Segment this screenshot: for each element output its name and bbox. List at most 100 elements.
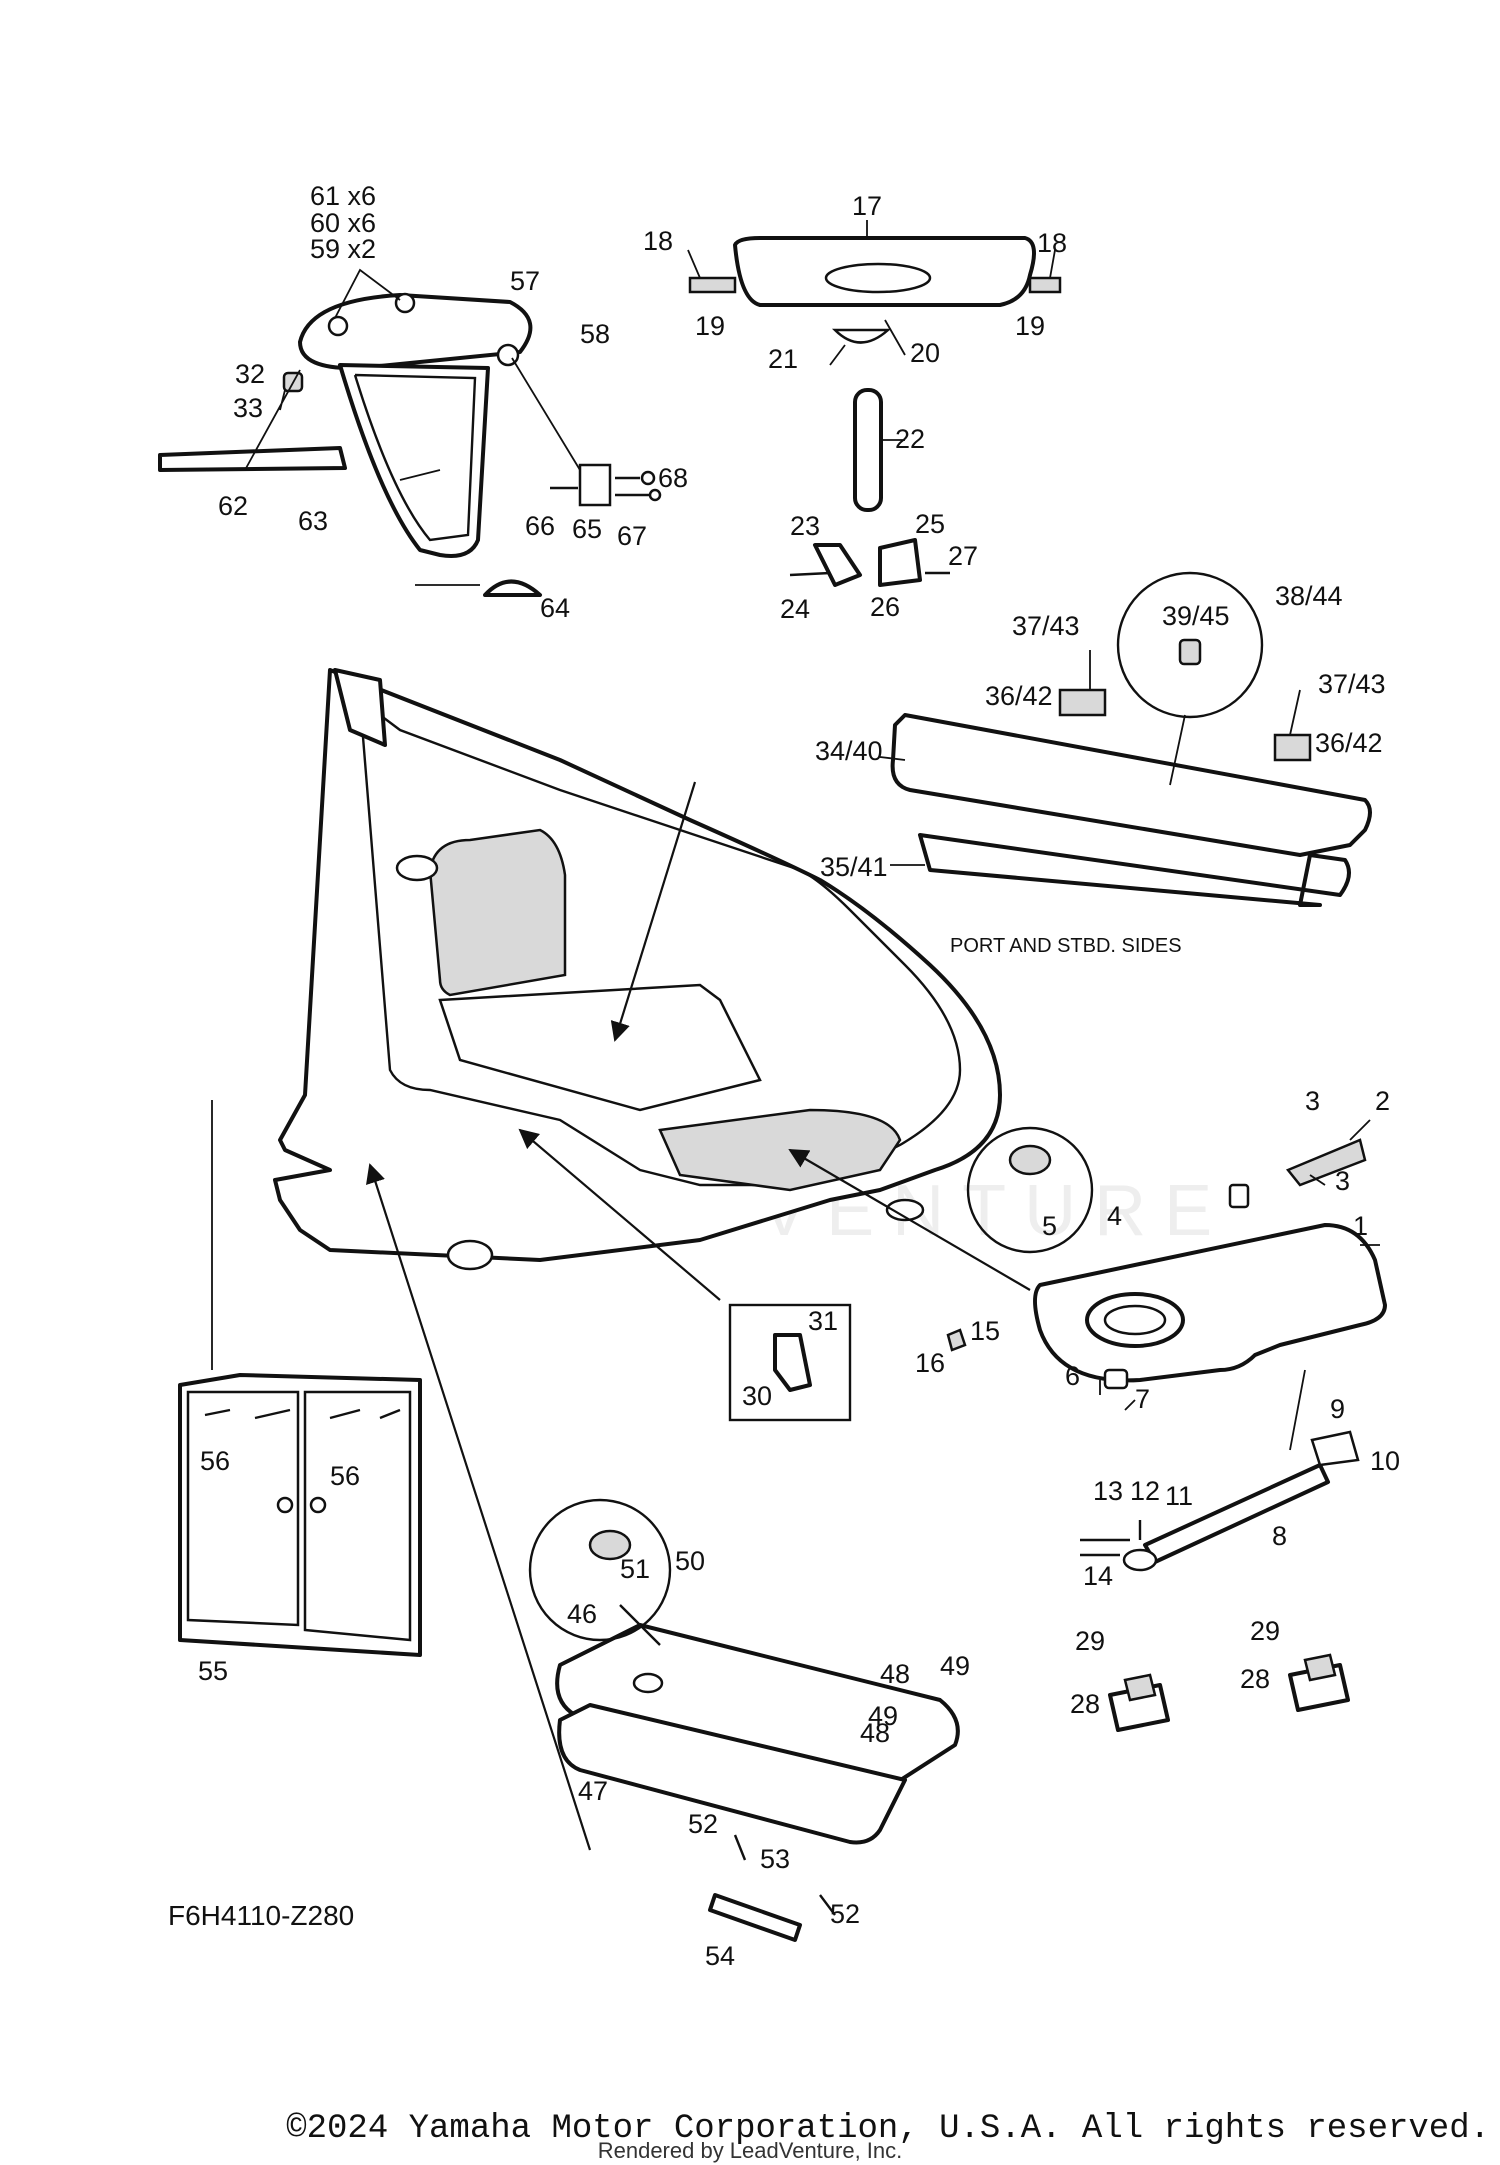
label-23: 23 [790,511,820,541]
copyright-notice: ©2024 Yamaha Motor Corporation, U.S.A. A… [286,2110,1490,2148]
label-6: 6 [1065,1361,1080,1391]
latch-15-16 [946,1328,967,1352]
label-29a: 29 [1075,1626,1105,1656]
label-49a: 49 [940,1651,970,1681]
label-65: 65 [572,514,602,544]
rendered-by-notice: Rendered by LeadVenture, Inc. [597,2138,903,2163]
hinge-2 [1285,1138,1367,1187]
label-66: 66 [525,511,555,541]
label-36-42a: 36/42 [985,681,1053,711]
label-14: 14 [1083,1561,1113,1591]
label-64: 64 [540,593,570,623]
detail-circle-50 [528,1498,672,1642]
end-14 [1122,1548,1158,1572]
seat-backrest [428,828,567,997]
label-19b: 19 [1015,311,1045,341]
label-1: 1 [1353,1211,1368,1241]
side-note: PORT AND STBD. SIDES [950,935,1182,957]
label-28a: 28 [1070,1689,1100,1719]
bracket-23 [813,543,862,587]
label-51: 51 [620,1554,650,1584]
label-52a: 52 [688,1809,718,1839]
label-25: 25 [915,509,945,539]
label-38-44: 38/44 [1275,581,1343,611]
detail-box-30-31 [728,1303,852,1422]
label-20: 20 [910,338,940,368]
label-63: 63 [298,506,328,536]
cup-20 [831,328,892,344]
label-37-43b: 37/43 [1318,669,1386,699]
drain-plug [446,1239,494,1271]
label-62: 62 [218,491,248,521]
hull-body [211,668,1031,1851]
label-19a: 19 [695,311,725,341]
bracket-65 [578,463,612,507]
label-56b: 56 [330,1461,360,1491]
side-lid-assembly [879,571,1372,907]
label-54: 54 [705,1941,735,1971]
label-56a: 56 [200,1446,230,1476]
storage-doors [178,1373,422,1657]
label-16: 16 [915,1348,945,1378]
label-33: 33 [233,393,263,423]
hinge-36-42a [1058,688,1107,717]
rear-lid-assembly [528,1498,960,1942]
label-52b: 52 [830,1899,860,1929]
label-22: 22 [895,424,925,454]
label-3b: 3 [1335,1166,1350,1196]
label-50: 50 [675,1546,705,1576]
grommet-60 [394,292,416,314]
bracket-9-10 [1310,1430,1360,1467]
cup-holder [395,854,439,882]
label-47: 47 [578,1776,608,1806]
label-46: 46 [567,1599,597,1629]
label-10: 10 [1370,1446,1400,1476]
label-31: 31 [808,1306,838,1336]
drain-5 [1008,1144,1052,1176]
label-9: 9 [1330,1394,1345,1424]
label-17: 17 [852,191,882,221]
label-30: 30 [742,1381,772,1411]
detail-circle-38-44 [1116,571,1264,719]
label-61: 61 x6 [310,181,376,211]
bumper-6 [1103,1368,1129,1390]
button-39-45 [1178,638,1202,666]
label-18b: 18 [1037,228,1067,258]
hinge-36-42b [1273,733,1312,762]
label-27: 27 [948,541,978,571]
label-11: 11 [1165,1481,1193,1511]
label-39-45: 39/45 [1162,601,1230,631]
bracket-25 [878,538,922,587]
label-58: 58 [580,319,610,349]
callout-labels: 1 2 3 3 4 5 6 7 8 9 10 11 12 13 14 15 16… [168,181,1400,1971]
label-36-42b: 36/42 [1315,728,1383,758]
label-8: 8 [1272,1521,1287,1551]
label-7: 7 [1135,1384,1150,1414]
door-left [186,1390,300,1627]
rail-62 [158,446,347,472]
label-55: 55 [198,1656,228,1686]
gasket-35-41 [918,833,1351,907]
label-15: 15 [970,1316,1000,1346]
hinge-18a [688,276,737,294]
label-67: 67 [617,521,647,551]
cap-64 [483,579,542,597]
bin-63 [338,363,490,558]
label-68: 68 [658,463,688,493]
storage-bin-assembly [158,268,662,597]
grommet-59 [327,315,349,337]
label-13: 13 [1093,1476,1123,1506]
label-60: 60 x6 [310,208,376,238]
label-32: 32 [235,359,265,389]
lid-34-40 [890,713,1372,857]
bin-lid-57 [298,293,533,371]
label-3a: 3 [1305,1086,1320,1116]
front-lid-assembly [966,1119,1387,1451]
gas-strut-assembly [1080,1430,1360,1572]
hinge-18b [1028,276,1062,294]
glove-box [658,1108,902,1192]
label-59: 59 x2 [310,234,376,264]
label-28b: 28 [1240,1664,1270,1694]
handle-assembly [687,220,1062,587]
label-29b: 29 [1250,1616,1280,1646]
